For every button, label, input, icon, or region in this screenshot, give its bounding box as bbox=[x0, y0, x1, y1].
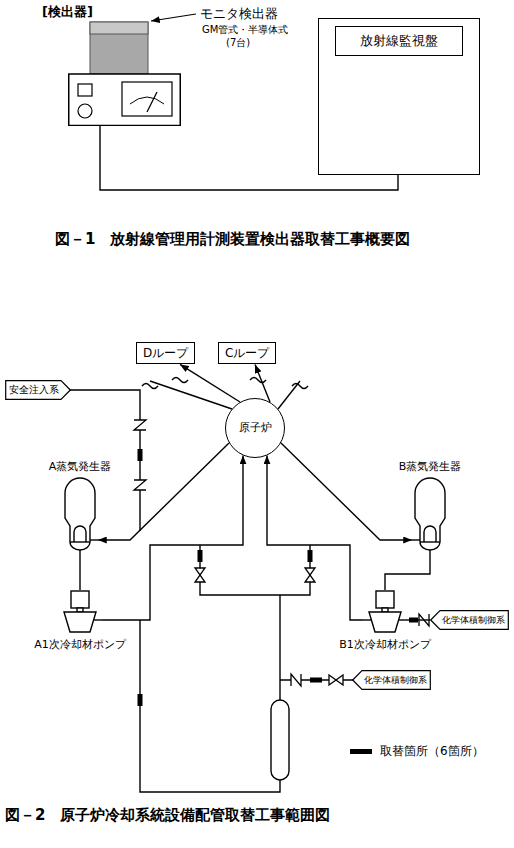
equipment-label: B蒸気発生器 bbox=[370, 460, 490, 473]
callout-note: GM管式・半導体式 bbox=[202, 24, 288, 36]
pipe-connector bbox=[385, 558, 430, 590]
pipe-connector bbox=[255, 364, 270, 402]
coolant-pump: B1次冷却材ポンプ bbox=[363, 590, 407, 634]
legend-entry: 取替箇所（6箇所） bbox=[350, 744, 484, 758]
steam-generator-shape bbox=[412, 478, 448, 558]
pipe-connector bbox=[267, 455, 363, 620]
pipe-connector bbox=[281, 443, 412, 540]
box-label: Cループ bbox=[225, 346, 269, 360]
pipe-connector bbox=[180, 364, 240, 402]
loop-box: Cループ bbox=[218, 342, 276, 364]
box-label: Dループ bbox=[143, 346, 188, 360]
pipe-connector bbox=[407, 619, 430, 620]
reactor-vessel: 原子炉 bbox=[225, 398, 285, 458]
tag-label: 化学体積制御系 bbox=[442, 615, 505, 626]
pump-shape bbox=[58, 590, 102, 634]
pipe-connector bbox=[102, 455, 243, 620]
pipe-lines bbox=[60, 378, 362, 793]
system-tag: 化学体積制御系 bbox=[352, 670, 431, 690]
pipe-connector bbox=[98, 443, 229, 540]
leader-arrow bbox=[151, 14, 196, 21]
panel-title: 放射線監視盤 bbox=[335, 26, 463, 56]
system-tag: 安全注入系 bbox=[5, 380, 71, 400]
coolant-pump: A1次冷却材ポンプ bbox=[58, 590, 102, 634]
vessel-label: 原子炉 bbox=[239, 421, 272, 434]
detector-heading: [検出器] bbox=[42, 4, 187, 20]
system-tag: 化学体積制御系 bbox=[430, 610, 509, 630]
legend-sample bbox=[350, 749, 372, 754]
legend-label: 取替箇所（6箇所） bbox=[380, 744, 484, 758]
steam-generator-shape bbox=[62, 478, 98, 558]
steam-generator: A蒸気発生器 bbox=[62, 478, 98, 558]
tag-label: 化学体積制御系 bbox=[364, 675, 427, 686]
figure-caption: 図－2 原子炉冷却系統設備配管取替工事範囲図 bbox=[5, 806, 330, 824]
equipment-label: A1次冷却材ポンプ bbox=[10, 638, 150, 651]
callout-label: モニタ検出器 bbox=[200, 6, 278, 22]
detector-unit: [検出器] bbox=[40, 4, 185, 126]
monitor-panel: 放射線監視盤 bbox=[318, 18, 480, 175]
pump-shape bbox=[363, 590, 407, 634]
replacement-marks bbox=[138, 449, 419, 706]
vessel-symbol bbox=[271, 700, 289, 780]
steam-generator: B蒸気発生器 bbox=[412, 478, 448, 558]
tag-label: 安全注入系 bbox=[9, 384, 59, 396]
equipment-label: A蒸気発生器 bbox=[20, 460, 140, 473]
equipment-label: B1次冷却材ポンプ bbox=[315, 638, 455, 651]
pipe-connector bbox=[79, 558, 80, 590]
callout-note: (7台) bbox=[226, 37, 250, 49]
loop-box: Dループ bbox=[136, 342, 195, 364]
figure-caption: 図－1 放射線管理用計測装置検出器取替工事概要図 bbox=[55, 230, 410, 248]
detector-illustration bbox=[40, 4, 185, 126]
